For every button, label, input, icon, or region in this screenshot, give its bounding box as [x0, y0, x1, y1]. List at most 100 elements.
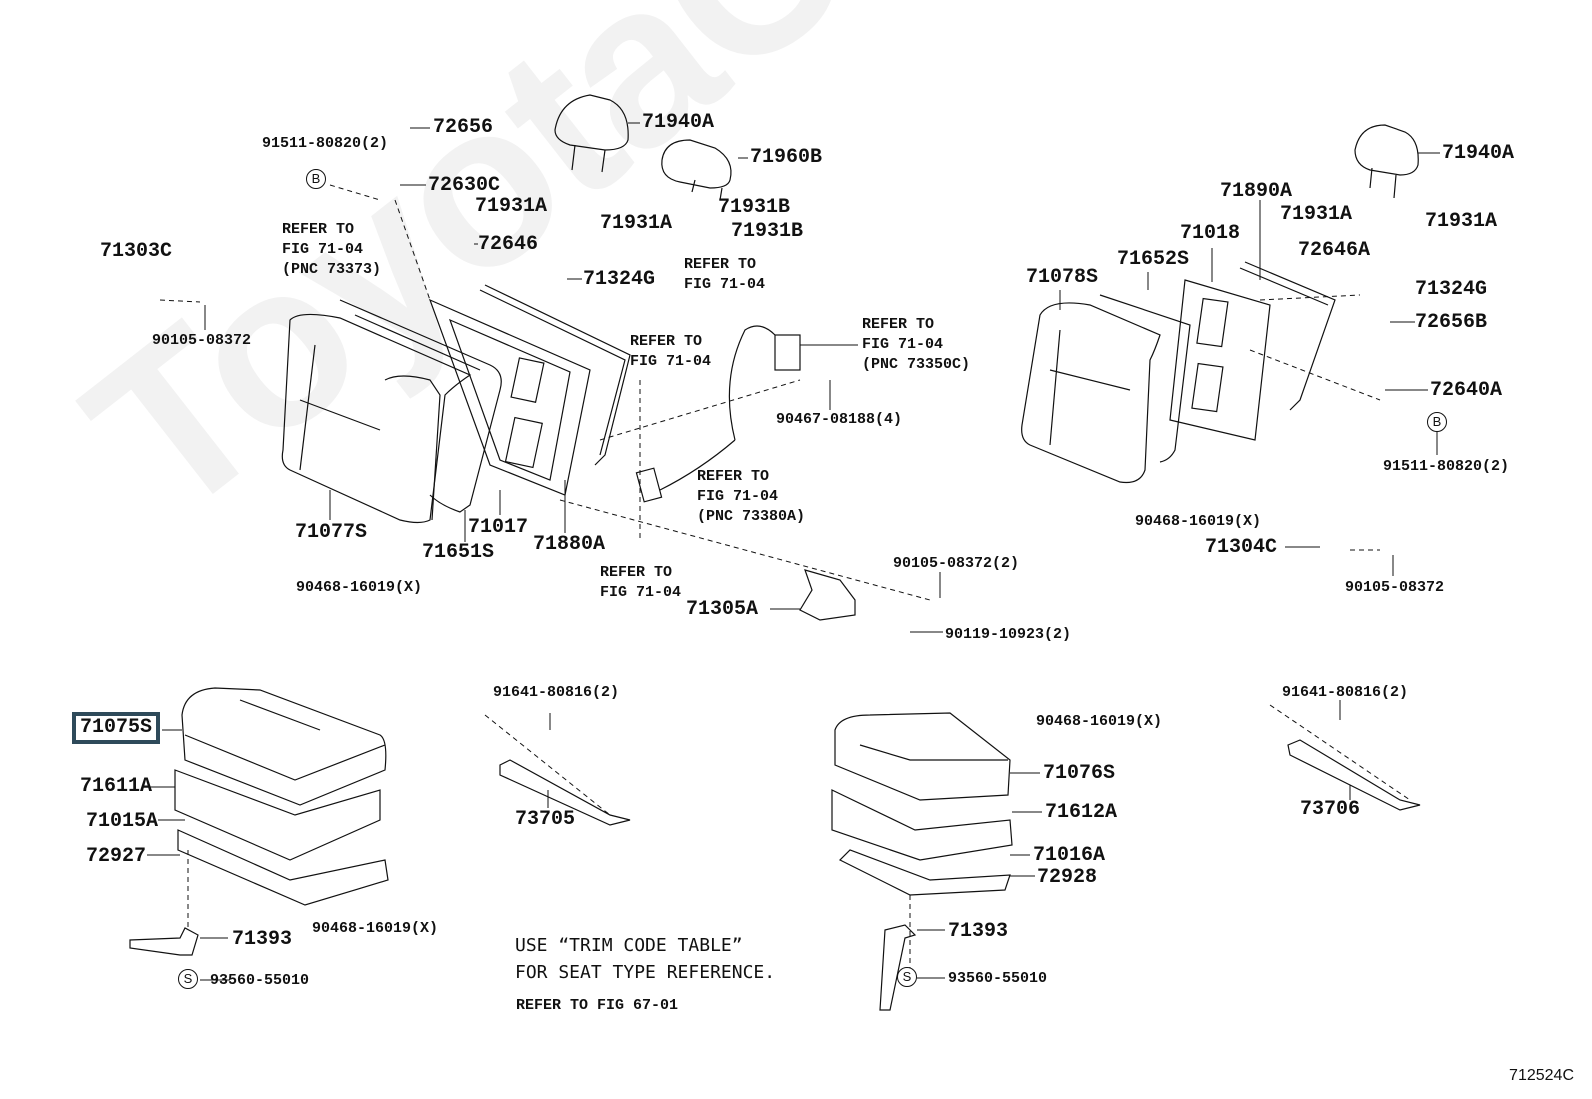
part-label-71393-right[interactable]: 71393 — [948, 920, 1009, 943]
reference-note-pnc-73373[interactable]: REFER TO FIG 71-04 (PNC 73373) — [282, 220, 381, 280]
ref-line: REFER TO — [684, 256, 757, 273]
ref-line: FIG 71-04 — [282, 241, 364, 258]
part-label-71940A-left[interactable]: 71940A — [642, 111, 715, 134]
part-label-91641-80816-left[interactable]: 91641-80816(2) — [493, 684, 620, 701]
ref-line: FIG 71-04 — [862, 336, 944, 353]
part-label-90468-16019-bottom-right[interactable]: 90468-16019(X) — [1036, 713, 1163, 730]
headrest-71960B — [661, 139, 732, 201]
seatback-pad-left — [339, 299, 502, 513]
circle-marker-b-left: B — [306, 169, 326, 189]
part-label-71890A[interactable]: 71890A — [1220, 180, 1293, 203]
lever-71393-left — [129, 927, 199, 956]
seatback-pad-right — [1099, 294, 1191, 463]
part-label-71960B[interactable]: 71960B — [750, 146, 823, 169]
part-label-90105-08372-left[interactable]: 90105-08372 — [152, 332, 252, 349]
part-label-71931B-1[interactable]: 71931B — [718, 196, 791, 219]
part-label-71078S[interactable]: 71078S — [1026, 266, 1099, 289]
part-label-71652S[interactable]: 71652S — [1117, 248, 1190, 271]
seatback-frame-right — [1169, 279, 1271, 441]
part-label-71880A[interactable]: 71880A — [533, 533, 606, 556]
reference-note-pnc-73350C[interactable]: REFER TO FIG 71-04 (PNC 73350C) — [862, 315, 970, 375]
part-label-71303C[interactable]: 71303C — [100, 240, 173, 263]
part-label-71651S[interactable]: 71651S — [422, 541, 495, 564]
part-label-71305A[interactable]: 71305A — [686, 598, 759, 621]
part-label-93560-55010-left[interactable]: 93560-55010 — [210, 972, 310, 989]
ref-line: REFER TO — [282, 221, 355, 238]
part-label-71931A-2[interactable]: 71931A — [600, 212, 673, 235]
part-label-90468-16019-top-right[interactable]: 90468-16019(X) — [1135, 513, 1262, 530]
headrest-71940A-right — [1354, 124, 1419, 199]
part-label-71076S[interactable]: 71076S — [1043, 762, 1116, 785]
seat-cushion-71076S — [834, 712, 1011, 801]
seatback-board-left — [479, 284, 631, 466]
part-label-71931A-1[interactable]: 71931A — [475, 195, 548, 218]
part-label-73705[interactable]: 73705 — [515, 808, 576, 831]
figure-id: 712524C — [1509, 1067, 1574, 1084]
seatback-cover-right — [1021, 302, 1161, 484]
part-label-72646A[interactable]: 72646A — [1298, 239, 1371, 262]
reference-note-top-center[interactable]: REFER TO FIG 71-04 — [684, 255, 765, 295]
part-label-71324G-right[interactable]: 71324G — [1415, 278, 1488, 301]
circle-marker-s-right: S — [897, 967, 917, 987]
part-label-90468-16019-top-left[interactable]: 90468-16019(X) — [296, 579, 423, 596]
part-label-72927[interactable]: 72927 — [86, 845, 147, 868]
seatback-cover-left — [281, 313, 472, 524]
part-label-71931A-4[interactable]: 71931A — [1425, 210, 1498, 233]
ref-line: (PNC 73373) — [282, 261, 382, 278]
ref-line: (PNC 73380A) — [697, 508, 806, 525]
part-label-71075S[interactable]: 71075S — [80, 716, 153, 739]
part-label-91511-80820-right[interactable]: 91511-80820(2) — [1383, 458, 1510, 475]
part-label-71612A[interactable]: 71612A — [1045, 801, 1118, 824]
rail-73706 — [1287, 739, 1421, 811]
part-label-72656[interactable]: 72656 — [433, 116, 494, 139]
seatback-board-right — [1239, 261, 1336, 411]
part-label-72646[interactable]: 72646 — [478, 233, 539, 256]
part-label-90468-16019-bottom-left[interactable]: 90468-16019(X) — [312, 920, 439, 937]
headrest-71940A-left — [554, 94, 629, 173]
seat-cushion-pad-71612A — [831, 789, 1013, 861]
part-label-72640A[interactable]: 72640A — [1430, 379, 1503, 402]
part-label-71931B-2[interactable]: 71931B — [731, 220, 804, 243]
lever-71393-right — [879, 924, 917, 1011]
part-label-93560-55010-right[interactable]: 93560-55010 — [948, 970, 1048, 987]
part-label-71324G-left[interactable]: 71324G — [583, 268, 656, 291]
part-label-71077S[interactable]: 71077S — [295, 521, 368, 544]
part-label-71304C[interactable]: 71304C — [1205, 536, 1278, 559]
part-label-71017[interactable]: 71017 — [468, 516, 529, 539]
ref-line: FIG 71-04 — [697, 488, 779, 505]
part-label-90105-08372-center[interactable]: 90105-08372(2) — [893, 555, 1020, 572]
part-label-91641-80816-right[interactable]: 91641-80816(2) — [1282, 684, 1409, 701]
seat-cushion-pad-71611A — [174, 769, 381, 861]
part-label-71931A-3[interactable]: 71931A — [1280, 203, 1353, 226]
part-label-72928[interactable]: 72928 — [1037, 866, 1098, 889]
part-label-71016A[interactable]: 71016A — [1033, 844, 1106, 867]
reference-note-bottom-center[interactable]: REFER TO FIG 71-04 — [600, 563, 681, 603]
reference-note-pnc-73380A[interactable]: REFER TO FIG 71-04 (PNC 73380A) — [697, 467, 805, 527]
refer-fig-67-01-link[interactable]: REFER TO FIG 67-01 — [516, 997, 679, 1014]
highlighted-part-box[interactable]: 71075S — [72, 712, 161, 744]
part-label-91511-80820-left[interactable]: 91511-80820(2) — [262, 135, 389, 152]
part-label-90119-10923[interactable]: 90119-10923(2) — [945, 626, 1072, 643]
part-label-71015A[interactable]: 71015A — [86, 810, 159, 833]
seat-cushion-71075S — [181, 687, 387, 806]
circle-marker-b-right: B — [1427, 412, 1447, 432]
part-label-72656B[interactable]: 72656B — [1415, 311, 1488, 334]
part-label-71393-left[interactable]: 71393 — [232, 928, 293, 951]
part-label-71611A[interactable]: 71611A — [80, 775, 153, 798]
part-label-90467-08188[interactable]: 90467-08188(4) — [776, 411, 903, 428]
part-label-71018[interactable]: 71018 — [1180, 222, 1241, 245]
ref-line: FIG 71-04 — [630, 353, 712, 370]
reference-note-belt-left[interactable]: REFER TO FIG 71-04 — [630, 332, 711, 372]
ref-line: REFER TO — [697, 468, 770, 485]
part-label-73706[interactable]: 73706 — [1300, 798, 1361, 821]
leader-lines — [147, 122, 1440, 981]
part-label-71940A-right[interactable]: 71940A — [1442, 142, 1515, 165]
seatback-frame-left — [428, 298, 591, 496]
trim-code-note: USE “TRIM CODE TABLE” FOR SEAT TYPE REFE… — [515, 932, 775, 986]
trim-note-line-2: FOR SEAT TYPE REFERENCE. — [515, 962, 776, 983]
ref-line: (PNC 73350C) — [862, 356, 971, 373]
seat-frame-72928 — [838, 849, 1011, 896]
part-label-72630C[interactable]: 72630C — [428, 174, 501, 197]
part-label-90105-08372-right[interactable]: 90105-08372 — [1345, 579, 1445, 596]
